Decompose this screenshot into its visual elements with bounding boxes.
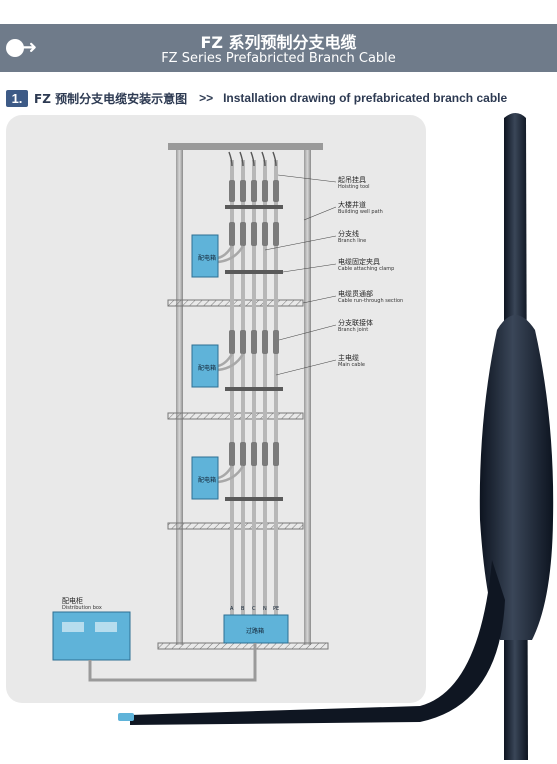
phase-a: A bbox=[230, 606, 234, 612]
phase-pe: PE bbox=[273, 606, 280, 612]
branch-lines bbox=[217, 245, 245, 484]
arrow-right-icon: ➜ bbox=[22, 37, 38, 58]
section-title-en: Installation drawing of prefabricated br… bbox=[223, 91, 508, 105]
header-circle-icon bbox=[6, 39, 24, 57]
page-header: ➜ FZ 系列预制分支电缆 FZ Series Prefabricted Bra… bbox=[0, 24, 557, 72]
phase-b: B bbox=[241, 606, 245, 612]
meter-box-label-1: 配电箱 bbox=[198, 255, 217, 262]
leader-lines bbox=[264, 174, 337, 376]
hoisting-tool bbox=[228, 151, 277, 167]
transition-box-label: 过路箱 bbox=[246, 628, 265, 635]
section-separator: >> bbox=[199, 91, 214, 105]
phase-n: N bbox=[263, 606, 267, 612]
transition-box bbox=[223, 614, 289, 644]
floor-slabs bbox=[157, 299, 329, 650]
page-title-en: FZ Series Prefabricted Branch Cable bbox=[161, 51, 396, 66]
phase-c: C bbox=[252, 606, 256, 612]
section-number: 1. bbox=[6, 89, 28, 107]
meter-boxes bbox=[191, 234, 219, 500]
feed-cable bbox=[88, 643, 257, 682]
section-heading: 1. FZ 预制分支电缆安装示意图 >> Installation drawin… bbox=[6, 89, 507, 107]
meter-box-label-2: 配电箱 bbox=[198, 365, 217, 372]
section-title-zh: FZ 预制分支电缆安装示意图 bbox=[34, 91, 188, 106]
shaft-column-right bbox=[304, 145, 311, 645]
page-title-zh: FZ 系列预制分支电缆 bbox=[200, 33, 357, 52]
meter-box-label-3: 配电箱 bbox=[198, 477, 217, 484]
branch-cable-photo bbox=[118, 113, 554, 760]
shaft-top-beam bbox=[168, 143, 323, 150]
diagram-panel bbox=[6, 115, 426, 703]
branch-joints bbox=[229, 180, 279, 466]
shaft-column-left bbox=[176, 145, 183, 645]
cable-clamps bbox=[225, 205, 283, 501]
distribution-cabinet bbox=[52, 611, 131, 661]
